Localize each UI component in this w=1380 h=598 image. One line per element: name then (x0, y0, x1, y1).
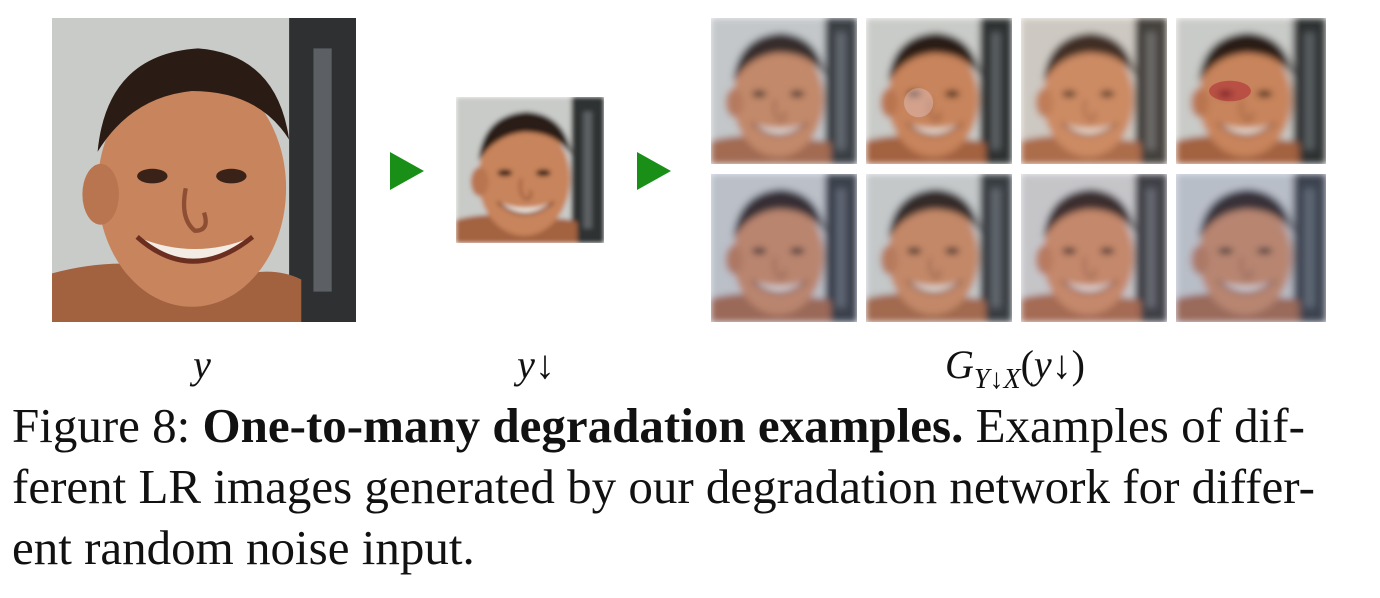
label-gen-sub-X: X (1003, 364, 1021, 395)
label-lr-symbol: y (517, 342, 535, 387)
arrow-right-icon (390, 152, 424, 190)
label-gen-sub-arrow: ↓ (989, 364, 1004, 395)
caption-title: One-to-many degradation examples. (202, 398, 964, 453)
generated-image-5 (711, 174, 857, 322)
label-hr-symbol: y (193, 342, 211, 387)
caption-line-1: Figure 8: One-to-many degradation exampl… (12, 395, 1372, 456)
generated-image-3 (1021, 18, 1167, 164)
caption-line-2: ferent LR images generated by our degrad… (12, 459, 1315, 514)
generated-image-6 (866, 174, 1012, 322)
generated-image-7 (1021, 174, 1167, 322)
caption-prefix: Figure 8: (12, 398, 203, 453)
label-gen-arg-arrow: ↓ (1051, 342, 1072, 387)
generated-image-8 (1176, 174, 1326, 322)
label-gen-close: ) (1071, 342, 1085, 387)
label-gen-subscript: Y↓X (974, 364, 1021, 395)
label-lr: y↓ (506, 345, 566, 385)
hr-face-image (52, 18, 356, 322)
generated-image-1 (711, 18, 857, 164)
label-generated: GY↓X(y↓) (945, 342, 1125, 394)
label-lr-arrow: ↓ (534, 342, 555, 387)
caption-line-3: ent random noise input. (12, 520, 475, 575)
label-gen-arg: y (1033, 342, 1052, 387)
label-gen-G: G (945, 342, 974, 387)
caption-line1-rest: Examples of dif- (963, 398, 1305, 453)
lr-face-image (456, 97, 604, 243)
generated-image-4 (1176, 18, 1326, 164)
label-gen-sub-Y: Y (973, 364, 990, 395)
generated-image-2 (866, 18, 1012, 164)
arrow-right-icon (637, 152, 671, 190)
label-gen-open: ( (1020, 342, 1034, 387)
label-hr: y (182, 345, 222, 385)
figure-caption: Figure 8: One-to-many degradation exampl… (12, 395, 1372, 578)
